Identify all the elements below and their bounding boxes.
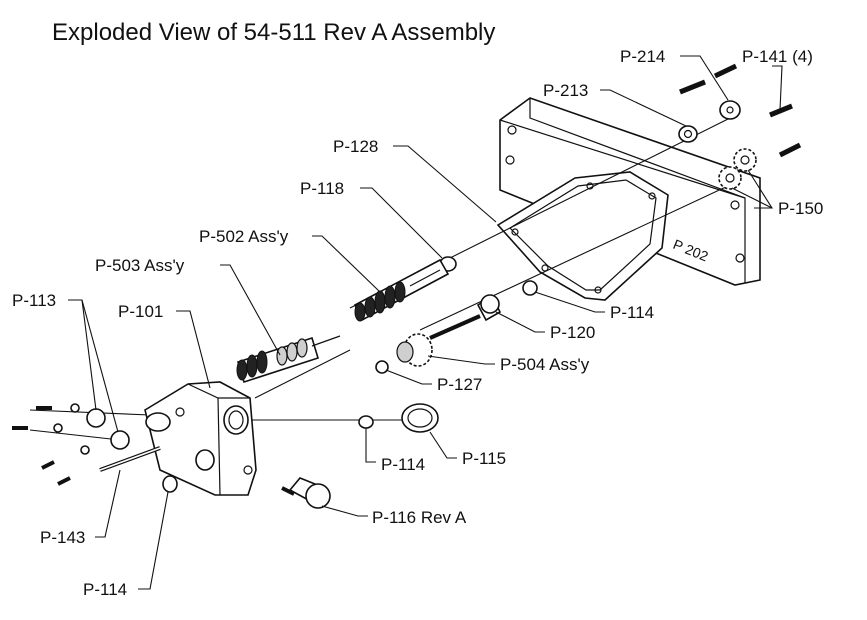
- label-p115: P-115: [462, 449, 506, 468]
- diagram-title: Exploded View of 54-511 Rev A Assembly: [52, 19, 495, 46]
- orings-p113: [86, 408, 130, 450]
- ball-p127: [375, 360, 389, 374]
- label-p114-lower: P-114: [83, 580, 127, 599]
- shaft-assembly-p502: [353, 258, 450, 322]
- callout-labels: P-214 P-141 (4) P-213 P-128 P-150 P-118 …: [12, 47, 823, 599]
- label-p113: P-113: [12, 291, 56, 310]
- body-p101: [144, 381, 257, 496]
- label-p214: P-214: [620, 47, 665, 66]
- gasket-p128: [496, 171, 669, 301]
- label-p143: P-143: [40, 528, 85, 547]
- screws-p141: [679, 63, 802, 158]
- gear-assembly-p504: [396, 314, 481, 367]
- label-p141: P-141 (4): [742, 47, 813, 66]
- label-p114-middle: P-114: [381, 455, 425, 474]
- leader-lines: [68, 55, 783, 590]
- label-p150: P-150: [778, 199, 823, 218]
- pin-p114-lower: [162, 475, 178, 493]
- label-p128: P-128: [333, 137, 378, 156]
- fitting-p116: [281, 477, 331, 509]
- bushing-p213: [678, 125, 698, 143]
- label-p127: P-127: [437, 375, 482, 394]
- washer-p214: [719, 100, 741, 120]
- pin-p114-upper: [522, 280, 538, 296]
- label-p502: P-502 Ass'y: [199, 227, 289, 246]
- label-p101: P-101: [118, 302, 163, 321]
- gears-p150: [718, 148, 757, 190]
- shaft-assembly-p503: [236, 335, 341, 384]
- pin-p143: [99, 446, 161, 472]
- label-p114-upper: P-114: [610, 303, 654, 322]
- screws-left: [12, 403, 90, 486]
- label-p504: P-504 Ass'y: [500, 355, 590, 374]
- label-p213: P-213: [543, 81, 588, 100]
- label-p118: P-118: [300, 179, 344, 198]
- cap-p115: [401, 403, 439, 433]
- pin-p114-middle: [358, 415, 374, 429]
- bushing-p120: [476, 294, 502, 322]
- label-p116: P-116 Rev A: [372, 508, 467, 527]
- label-p503: P-503 Ass'y: [95, 256, 185, 275]
- label-p120: P-120: [550, 323, 595, 342]
